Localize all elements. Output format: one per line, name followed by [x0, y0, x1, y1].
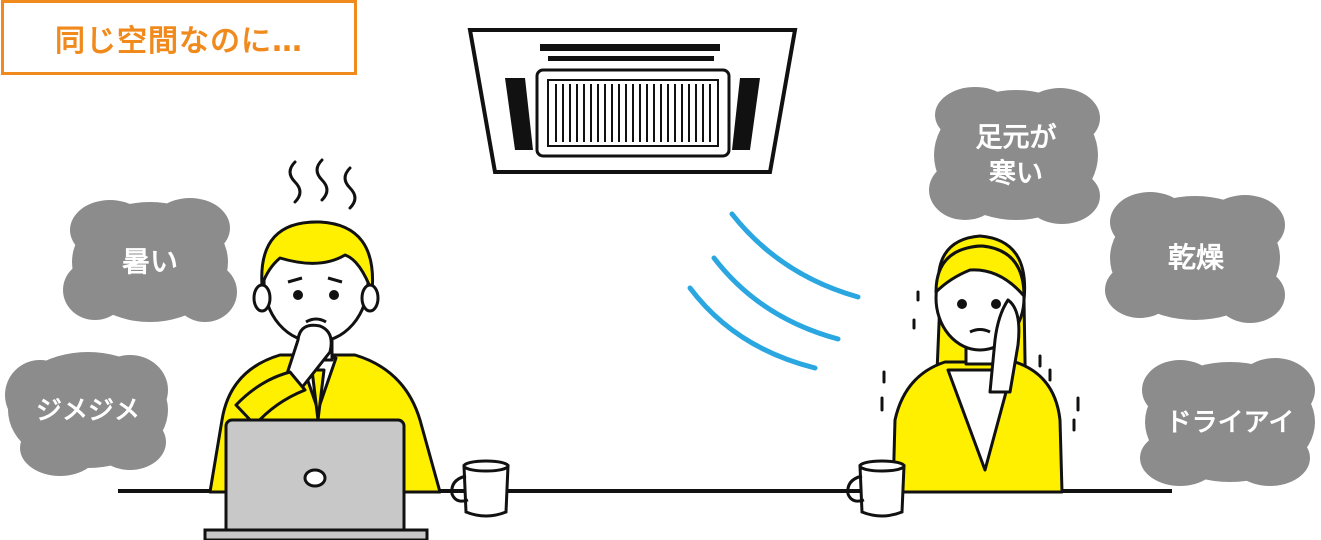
bubble-label-dry-eye: ドライアイ	[1165, 408, 1295, 439]
bubble-humid	[5, 352, 168, 476]
bubble-cold	[929, 87, 1100, 224]
laptop-icon	[203, 418, 429, 540]
shiver-marks	[880, 290, 1080, 432]
airflow-lines	[687, 211, 861, 371]
bubble-label-cold-line2: 寒い	[989, 158, 1043, 190]
bubble-label-humid: ジメジメ	[35, 396, 141, 427]
air-conditioner-icon	[467, 28, 798, 174]
bubble-dry-eye	[1140, 358, 1315, 486]
bubble-dry	[1105, 192, 1285, 323]
woman-figure	[880, 234, 1080, 494]
bubble-label-hot: 暑い	[121, 244, 179, 278]
title-box: 同じ空間なのに…	[1, 0, 357, 75]
bubble-label-cold-line1: 足元が	[975, 122, 1057, 154]
mug-icon	[450, 459, 510, 518]
mug-icon	[846, 459, 906, 518]
bubble-hot	[63, 198, 237, 322]
title-text: 同じ空間なのに…	[55, 23, 303, 59]
heat-icon	[288, 158, 357, 210]
bubble-label-dry: 乾燥	[1167, 240, 1225, 274]
